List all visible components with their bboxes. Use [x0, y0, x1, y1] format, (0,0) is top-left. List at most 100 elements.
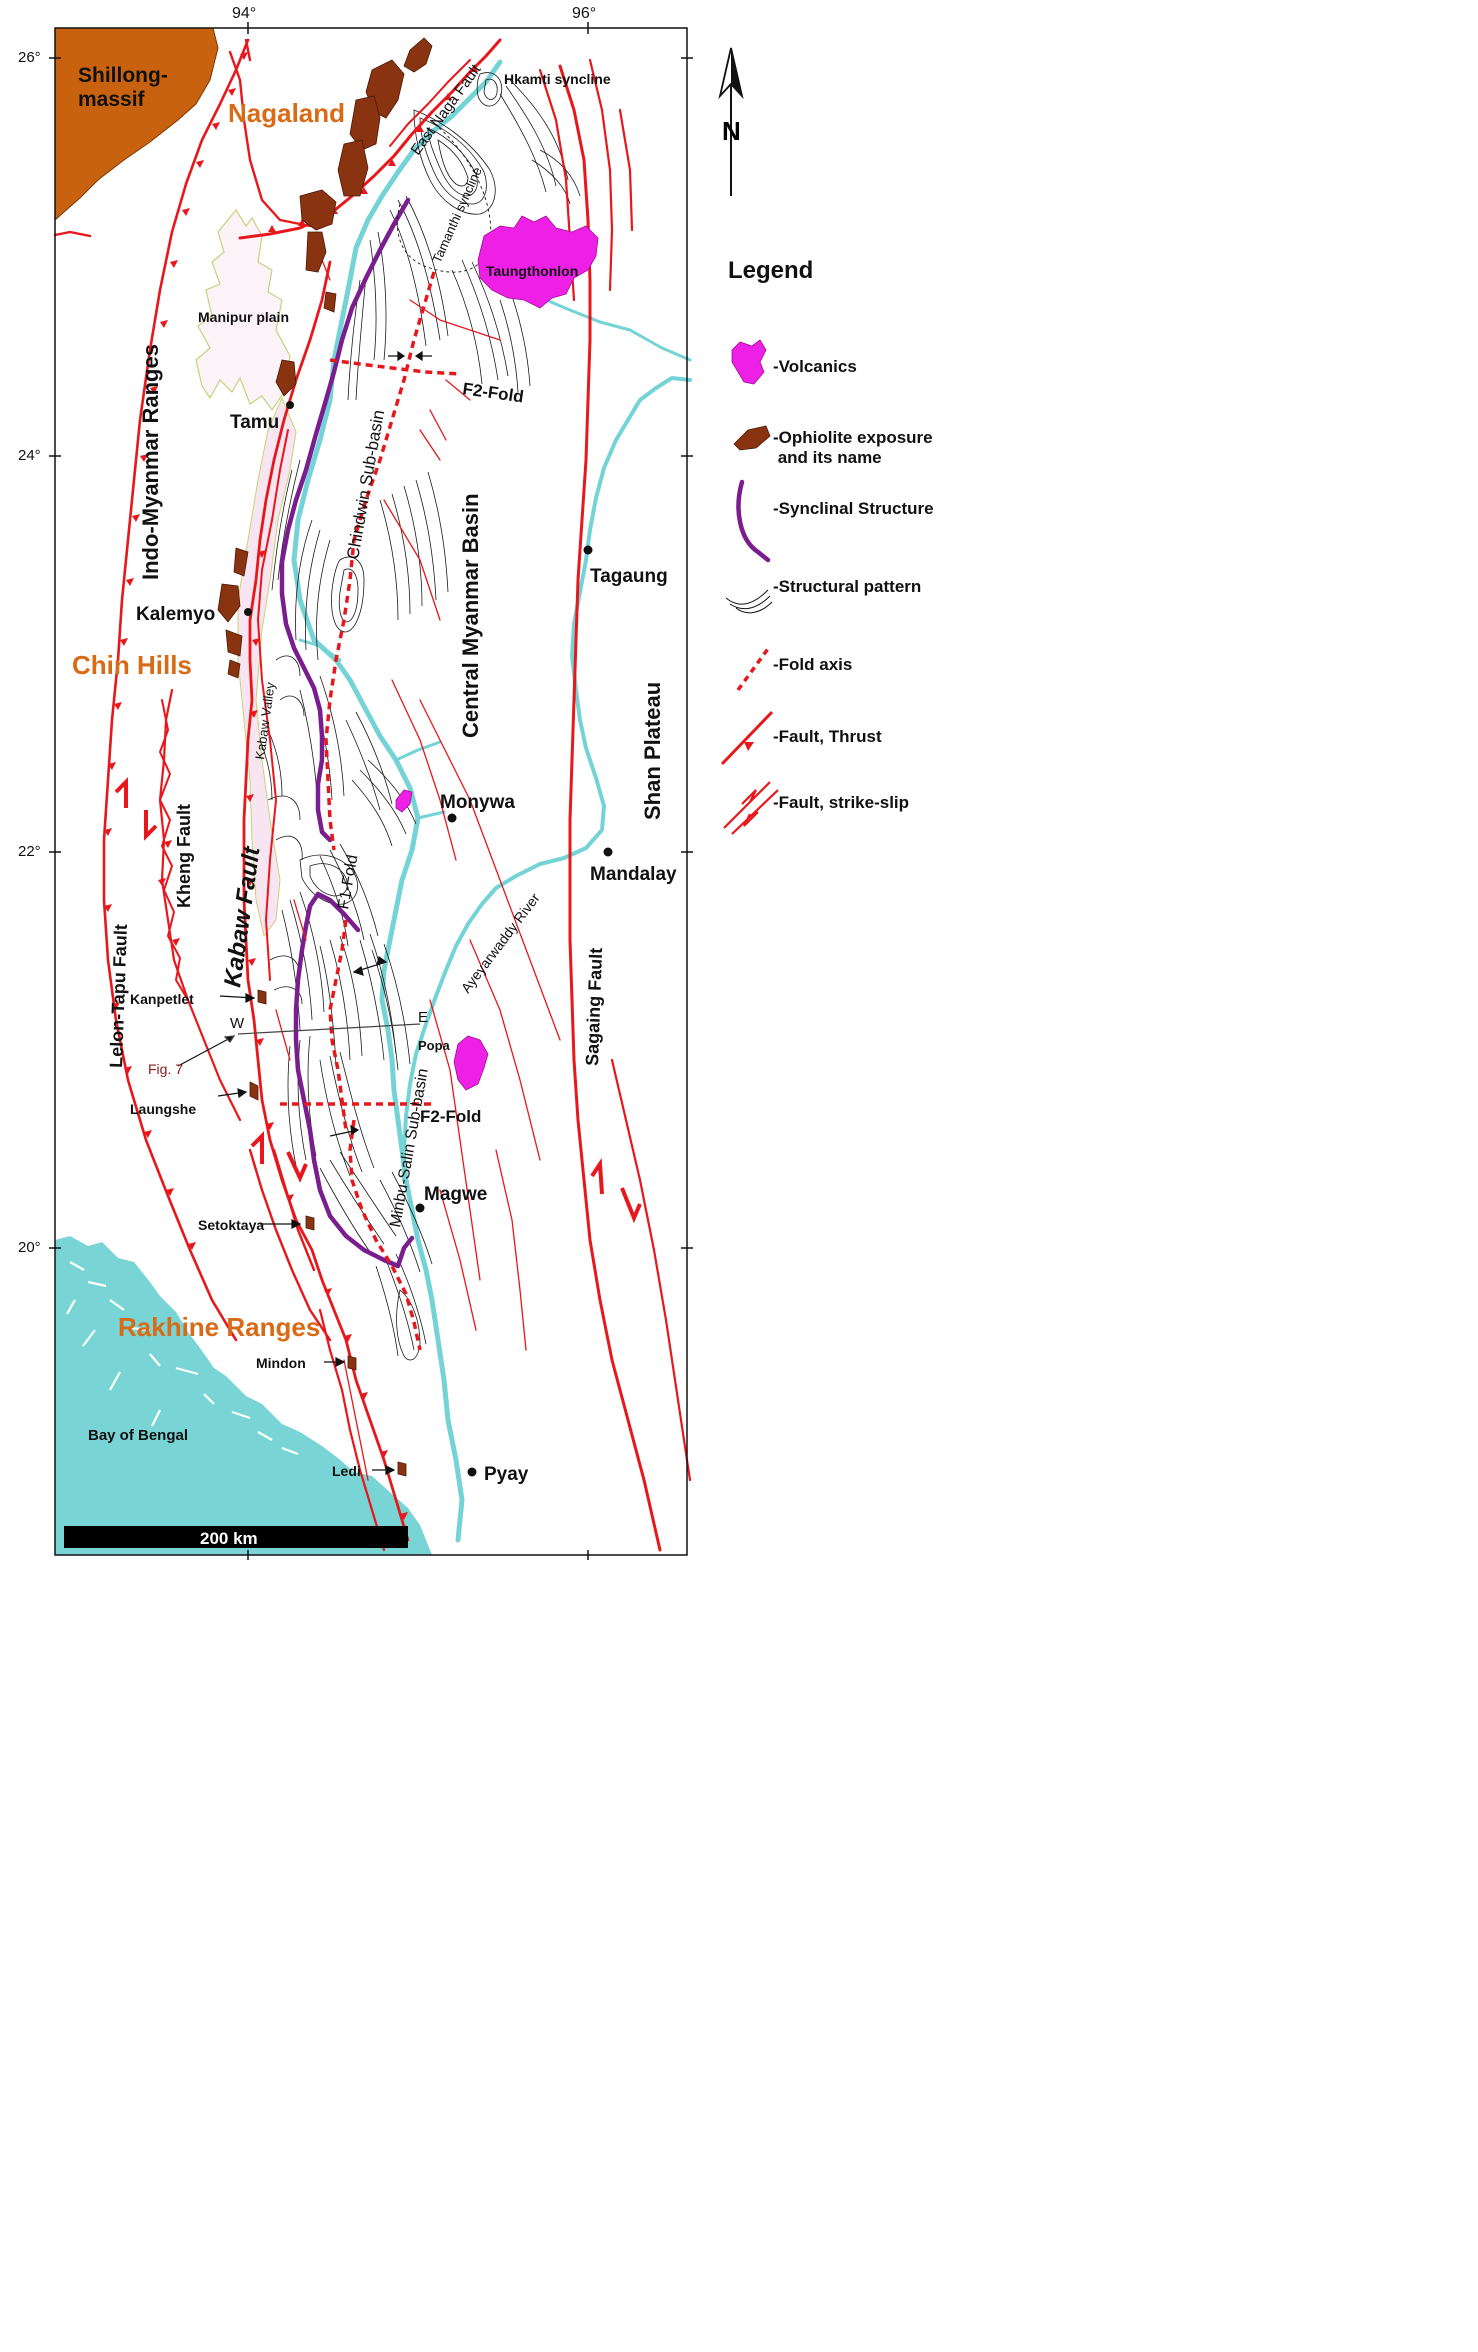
mindon-label: Mindon [256, 1355, 306, 1371]
legend-structural-pattern-symbol [725, 589, 773, 614]
setoktaya-label: Setoktaya [198, 1217, 264, 1233]
lat-label-20: 20° [18, 1239, 41, 1256]
kalemyo-label: Kalemyo [136, 604, 215, 625]
strike-slip-arrow-kabaw-up [250, 1131, 264, 1164]
lat-label-22: 22° [18, 843, 41, 860]
monywa-volcanics [395, 789, 413, 813]
legend-volcanics-symbol [731, 339, 767, 385]
f2-fold-south-label: F2-Fold [420, 1107, 481, 1126]
indo-myanmar-thrust-front [102, 38, 250, 1342]
lon-label-94: 94° [232, 5, 256, 22]
popa-volcanics [453, 1035, 489, 1091]
kabaw-fault-splay [257, 429, 289, 981]
fold-axis-f2-north [329, 358, 461, 376]
sagaing-fault-label: Sagaing Fault [582, 947, 606, 1066]
strike-slip-arrow-lelon-up [114, 777, 128, 808]
kabaw-fault [242, 260, 410, 1542]
indo-myanmar-ranges-label: Indo-Myanmar Ranges [138, 344, 163, 580]
tagaung-marker [583, 545, 593, 555]
shan-plateau-label: Shan Plateau [640, 682, 665, 820]
section-west-label: W [230, 1015, 245, 1032]
legend-volcanics-label: -Volcanics [773, 357, 857, 376]
tributary-north [544, 298, 692, 362]
legend-thrust-symbol [720, 710, 774, 766]
legend-fold-axis-label: -Fold axis [773, 655, 852, 674]
fold-axis-south-main [348, 1119, 422, 1351]
volcanics [395, 215, 599, 1091]
town-markers [244, 401, 613, 1477]
legend-strike-slip-label: -Fault, strike-slip [773, 793, 909, 812]
legend-structural-pattern-label: -Structural pattern [773, 577, 921, 596]
strike-slip-arrow-sagaing-up [590, 1157, 604, 1195]
tamu-label: Tamu [230, 412, 279, 433]
sagaing-fault-east [610, 1058, 692, 1482]
scale-bar-label: 200 km [200, 1529, 258, 1548]
legend: Legend -Volcanics -Ophiolite exposure an… [720, 257, 934, 835]
section-pointer [177, 1035, 235, 1067]
legend-syncline-label: -Synclinal Structure [773, 499, 934, 518]
lon-label-96: 96° [572, 5, 596, 22]
pyay-marker [467, 1467, 477, 1477]
central-myanmar-basin-label: Central Myanmar Basin [458, 493, 483, 738]
laungshe-label: Laungshe [130, 1101, 196, 1117]
strike-slip-arrow-sagaing-down [620, 1187, 642, 1224]
legend-fold-axis-symbol [736, 644, 772, 692]
manipur-plain-label: Manipur plain [198, 309, 289, 325]
sagaing-fault [558, 64, 662, 1552]
setoktaya-ophiolite [305, 1215, 315, 1231]
strike-slip-arrow-lelon-down [144, 810, 158, 841]
monywa-marker [447, 813, 457, 823]
lat-label-26: 26° [18, 49, 41, 66]
synclinal-structures [279, 197, 415, 1269]
ophiolite-exposures [217, 37, 433, 1477]
kalemyo-marker [244, 608, 252, 616]
map-frame: 94° 96° 26° 24° 22° 20° [18, 5, 693, 1560]
syncline-north [279, 197, 411, 843]
pyay-label: Pyay [484, 1464, 529, 1485]
strike-slip-arrow-kabaw-down [286, 1151, 308, 1183]
lelon-tapu-fault [158, 688, 242, 1122]
legend-strike-slip-symbol [723, 781, 779, 835]
monywa-label: Monywa [440, 792, 515, 813]
rivers [291, 59, 692, 1543]
legend-syncline-symbol [736, 479, 771, 563]
geologic-map-figure: 94° 96° 26° 24° 22° 20° Shillong-massif … [0, 0, 998, 1568]
shillong-massif-area [54, 27, 219, 222]
cross-section [177, 1023, 421, 1067]
lat-label-24: 24° [18, 447, 41, 464]
section-east-label: E [418, 1009, 428, 1026]
manipur-plain-area [195, 208, 291, 412]
taungthonlon-volcanics [477, 215, 599, 309]
rakhine-thrust [318, 1308, 386, 1552]
chin-hills-label: Chin Hills [72, 650, 192, 680]
tamu-marker [286, 401, 294, 409]
ayeyarwaddy-river [402, 376, 692, 1182]
shillong-massif-label: Shillong-massif [78, 64, 168, 111]
bay-of-bengal-label: Bay of Bengal [88, 1427, 188, 1444]
laungshe-ophiolite [249, 1081, 259, 1101]
fold-axes [280, 271, 461, 1351]
section-line [237, 1023, 421, 1035]
bay-of-bengal-sea [55, 1236, 432, 1555]
tributary-mid [298, 638, 342, 662]
legend-ophiolite-symbol [733, 425, 771, 451]
tamanthi-syncline-outline [396, 119, 492, 273]
legend-ophiolite-label: -Ophiolite exposure and its name [773, 428, 933, 467]
mandalay-marker [603, 847, 613, 857]
kheng-fault [159, 699, 189, 1001]
scale-bar: 200 km [64, 1526, 408, 1548]
kanpetlet-ophiolite [257, 989, 267, 1005]
ophiolite-leaders [217, 993, 396, 1475]
rakhine-ranges-label: Rakhine Ranges [118, 1312, 320, 1342]
east-naga-fault-2 [389, 59, 471, 147]
map-canvas: 94° 96° 26° 24° 22° 20° Shillong-massif … [18, 5, 934, 1560]
coastline-inlets [66, 1261, 299, 1456]
figure-ref-label: Fig. 7 [148, 1061, 183, 1077]
tagaung-label: Tagaung [590, 566, 668, 587]
legend-thrust-label: -Fault, Thrust [773, 727, 882, 746]
kheng-fault-label: Kheng Fault [174, 804, 194, 908]
ledi-label: Ledi [332, 1463, 361, 1479]
tributary-myittha [394, 740, 446, 820]
fold-arrows [329, 350, 432, 1137]
map-labels: Shillong-massif Nagaland Chin Hills Rakh… [72, 61, 677, 1485]
